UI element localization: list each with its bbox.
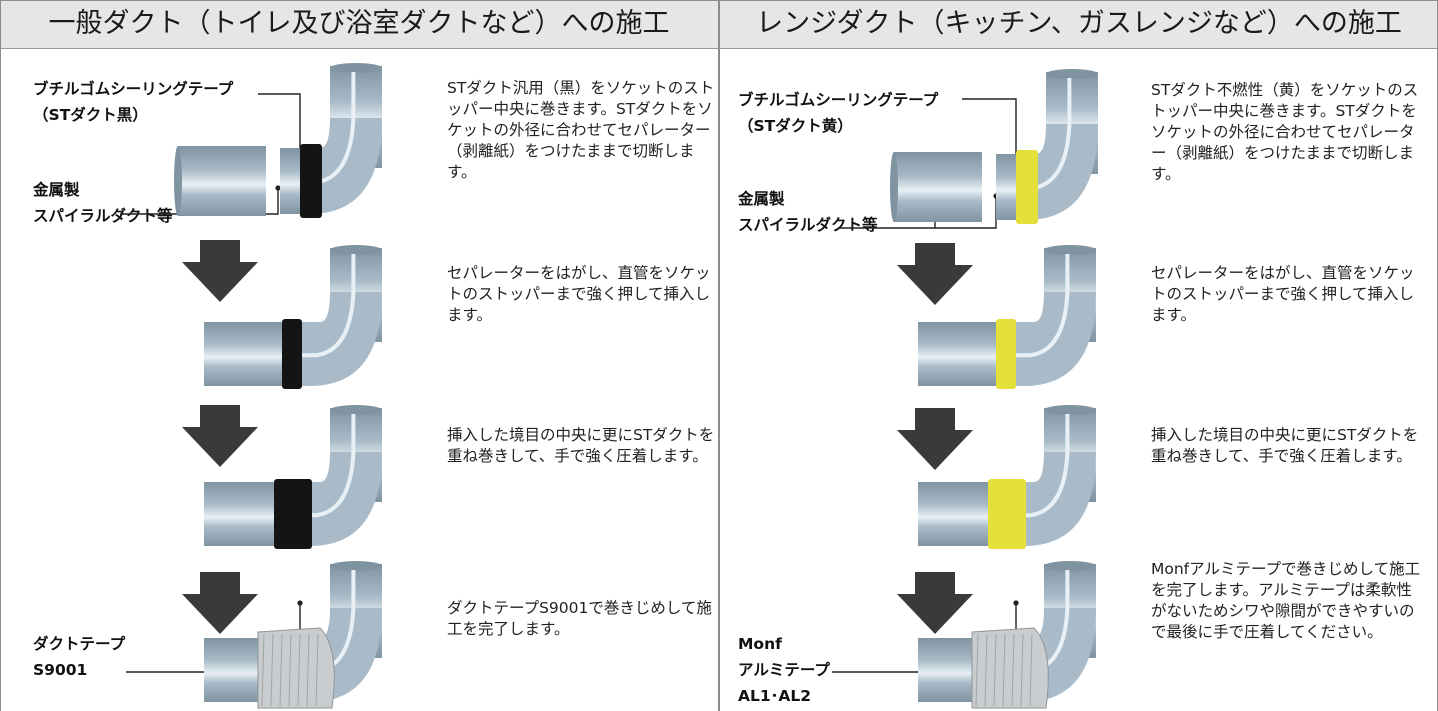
foil-crease	[270, 633, 274, 707]
right-label-alu-tape: Monf アルミテープ AL1･AL2	[738, 635, 830, 705]
frame-left	[0, 0, 1, 711]
sealing-tape-band	[996, 319, 1016, 389]
pipe-opening	[1044, 245, 1096, 255]
right-step-4-text: Monfアルミテープで巻きじめして施工を完了します。アルミテープは柔軟性がないた…	[1151, 560, 1421, 641]
straight-pipe	[918, 482, 1000, 546]
foil-crease	[1029, 633, 1033, 707]
left-label-metal-duct: 金属製 スパイラルダクト等	[33, 181, 173, 225]
left-step-4-text: ダクトテープS9001で巻きじめして施工を完了します。	[447, 599, 712, 638]
right-title: レンジダクト（キッチン、ガスレンジなど）への施工	[756, 8, 1402, 39]
foil-crease	[1011, 633, 1015, 707]
right-step-3-text: 挿入した境目の中央に更にSTダクトを重ね巻きして、手で強く圧着します。	[1151, 426, 1419, 465]
right-label-sealing-tape: ブチルゴムシーリングテープ （STダクト黄）	[738, 91, 939, 135]
straight-pipe-end	[174, 146, 182, 216]
right-arrow-down-3	[897, 572, 973, 634]
column-divider	[718, 0, 720, 711]
left-step-2-text: セパレーターをはがし、直管をソケットのストッパーまで強く押して挿入します。	[447, 264, 711, 324]
right-step-1-duct-illustration	[890, 69, 1098, 224]
right-arrow-down-2	[897, 408, 973, 470]
foil-crease	[1002, 633, 1006, 707]
elbow-bend	[1004, 452, 1096, 546]
sealing-tape-band	[274, 479, 312, 549]
tape-wrap	[257, 627, 335, 709]
left-step-1-duct-illustration	[174, 63, 382, 218]
right-step-2-text: セパレーターをはがし、直管をソケットのストッパーまで強く押して挿入します。	[1151, 264, 1415, 324]
foil-crease	[306, 633, 310, 707]
elbow-bend	[1004, 292, 1096, 386]
straight-pipe	[918, 322, 1008, 386]
foil-crease	[975, 633, 979, 707]
pipe-opening	[1046, 69, 1098, 79]
sealing-tape-band	[988, 479, 1026, 549]
left-step-4-duct-illustration	[204, 561, 382, 709]
right-arrow-down-1	[897, 243, 973, 305]
left-arrow-down-2	[182, 405, 258, 467]
pipe-opening	[330, 405, 382, 415]
pipe-highlight	[290, 414, 356, 518]
sealing-tape-band	[300, 144, 322, 218]
pipe-opening	[330, 561, 382, 571]
left-step-3-text: 挿入した境目の中央に更にSTダクトを重ね巻きして、手で強く圧着します。	[447, 426, 715, 465]
right-step-3-duct-illustration	[918, 405, 1096, 549]
foil-crease	[279, 633, 283, 707]
sealing-tape-band	[1016, 150, 1038, 224]
elbow-bend	[290, 292, 382, 386]
left-arrow-down-3	[182, 572, 258, 634]
straight-pipe	[204, 322, 294, 386]
pipe-highlight	[1004, 254, 1070, 358]
left-step-1-text: STダクト汎用（黒）をソケットのストッパー中央に巻きます。STダクトをソケットの…	[447, 79, 715, 181]
pipe-opening	[330, 63, 382, 73]
foil-crease	[315, 633, 319, 707]
foil-crease	[993, 633, 997, 707]
foil-crease	[261, 633, 265, 707]
straight-pipe-end	[890, 152, 898, 222]
right-label-metal-duct: 金属製 スパイラルダクト等	[738, 190, 878, 234]
left-step-3-duct-illustration	[204, 405, 382, 549]
right-step-1-text: STダクト不燃性（黄）をソケットのストッパー中央に巻きます。STダクトをソケット…	[1151, 81, 1419, 183]
right-step-2-duct-illustration	[918, 245, 1096, 389]
foil-crease	[288, 633, 292, 707]
left-arrow-down-1	[182, 240, 258, 302]
left-label-sealing-tape: ブチルゴムシーリングテープ （STダクト黒）	[33, 80, 234, 124]
straight-pipe	[894, 152, 982, 222]
straight-pipe	[204, 482, 286, 546]
foil-crease	[984, 633, 988, 707]
straight-pipe	[178, 146, 266, 216]
left-label-duct-tape: ダクトテープ S9001	[33, 635, 126, 679]
foil-crease	[1020, 633, 1024, 707]
pipe-opening	[1044, 405, 1096, 415]
foil-crease	[297, 633, 301, 707]
sealing-tape-band	[282, 319, 302, 389]
left-step-2-duct-illustration	[204, 245, 382, 389]
pipe-highlight	[290, 254, 356, 358]
pipe-opening	[330, 245, 382, 255]
elbow-bend	[290, 452, 382, 546]
right-step-4-duct-illustration	[918, 561, 1096, 709]
tape-wrap	[971, 627, 1049, 709]
pipe-opening	[1044, 561, 1096, 571]
pipe-highlight	[1004, 414, 1070, 518]
left-title: 一般ダクト（トイレ及び浴室ダクトなど）への施工	[48, 8, 670, 39]
